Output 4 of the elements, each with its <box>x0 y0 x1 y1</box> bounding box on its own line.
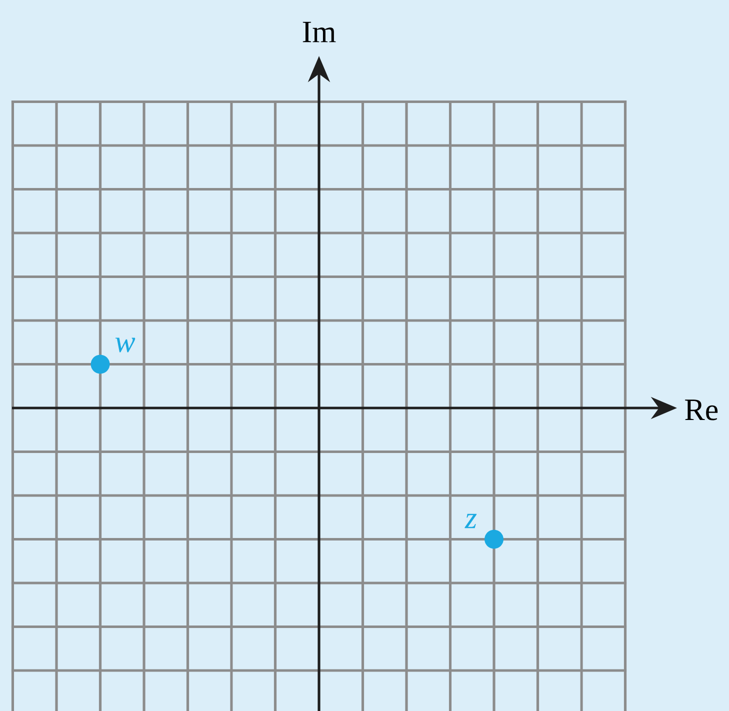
point-label: z <box>464 514 477 528</box>
point-label: w <box>115 338 136 352</box>
axis-label: Im <box>302 22 336 42</box>
axis-label: Re <box>685 400 718 420</box>
